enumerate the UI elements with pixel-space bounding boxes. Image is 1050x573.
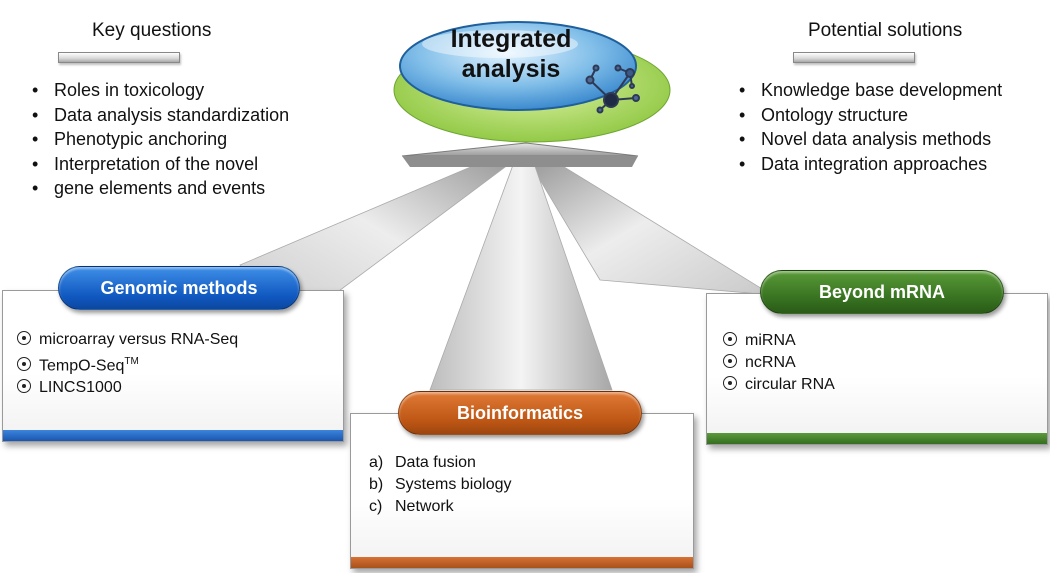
- genomic-methods-list: microarray versus RNA-Seq TempO-SeqTM LI…: [17, 329, 238, 399]
- genomic-method-text: TempO-Seq: [39, 357, 125, 375]
- bioinformatics-item-letter: a): [369, 454, 384, 471]
- bioinformatics-list: a) Data fusion b) Systems biology c) Networ…: [369, 452, 512, 518]
- beyond-mrna-item: ncRNA: [723, 352, 835, 374]
- bioinformatics-panel: a) Data fusion b) Systems biology c) Networ…: [350, 413, 694, 569]
- bioinformatics-item: b) Systems biology: [369, 474, 512, 496]
- molecule-icon: [585, 64, 640, 114]
- key-questions-list: Roles in toxicology Data analysis standa…: [30, 78, 289, 201]
- center-title-line1: Integrated: [450, 25, 572, 53]
- bioinformatics-item-text: Systems biology: [395, 476, 512, 493]
- bioinformatics-item-letter: c): [369, 498, 383, 515]
- potential-solution-item: Knowledge base development: [737, 78, 1002, 103]
- bullet-circle-icon: [17, 357, 31, 372]
- center-disc-blue: [399, 21, 637, 111]
- bioinformatics-item: c) Network: [369, 496, 512, 518]
- genomic-method-item: microarray versus RNA-Seq: [17, 329, 238, 351]
- genomic-method-text: LINCS1000: [39, 379, 122, 397]
- genomic-method-item: LINCS1000: [17, 377, 238, 399]
- beyond-mrna-label: Beyond mRNA: [760, 270, 1004, 314]
- potential-solutions-heading: Potential solutions: [808, 20, 963, 41]
- key-questions-underbar: [58, 52, 180, 63]
- bioinformatics-item-text: Data fusion: [395, 454, 476, 471]
- bioinformatics-bottom-bar: [351, 557, 693, 568]
- genomic-methods-panel: microarray versus RNA-Seq TempO-SeqTM LI…: [2, 290, 344, 442]
- genomic-methods-bottom-bar: [3, 430, 343, 441]
- bullet-circle-icon: [723, 376, 737, 390]
- genomic-method-text: microarray versus RNA-Seq: [39, 331, 239, 348]
- potential-solution-item: Data integration approaches: [737, 152, 1002, 177]
- beyond-mrna-item: miRNA: [723, 330, 835, 352]
- key-question-continuation: gene elements and events: [30, 176, 289, 201]
- potential-solution-item: Novel data analysis methods: [737, 127, 1002, 152]
- bioinformatics-item-letter: b): [369, 476, 384, 493]
- center-title: Integrated analysis: [436, 24, 586, 84]
- beyond-mrna-text: miRNA: [745, 332, 796, 349]
- bioinformatics-item: a) Data fusion: [369, 452, 512, 474]
- potential-solution-item: Ontology structure: [737, 103, 1002, 128]
- beyond-mrna-panel: miRNA ncRNA circular RNA: [706, 293, 1048, 445]
- bullet-circle-icon: [723, 354, 737, 368]
- bioinformatics-item-text: Network: [395, 498, 454, 515]
- key-question-item: Data analysis standardization: [30, 103, 289, 128]
- beyond-mrna-text: circular RNA: [745, 376, 835, 393]
- key-questions-heading: Key questions: [92, 20, 212, 41]
- center-disc-highlight: [422, 30, 578, 58]
- beyond-mrna-text: ncRNA: [745, 354, 796, 371]
- bullet-circle-icon: [723, 332, 737, 346]
- beyond-mrna-list: miRNA ncRNA circular RNA: [723, 330, 835, 396]
- key-question-item: Interpretation of the novel: [30, 152, 289, 177]
- genomic-methods-label: Genomic methods: [58, 266, 300, 310]
- key-question-item: Roles in toxicology: [30, 78, 289, 103]
- trademark-superscript: TM: [124, 356, 139, 367]
- beyond-mrna-bottom-bar: [707, 433, 1047, 444]
- key-question-item: Phenotypic anchoring: [30, 127, 289, 152]
- potential-solutions-underbar: [793, 52, 915, 63]
- beyond-mrna-item: circular RNA: [723, 374, 835, 396]
- arrowhead-bar-shade: [402, 156, 638, 167]
- bullet-circle-icon: [17, 331, 31, 345]
- key-question-continuation-text: gene elements and events: [54, 178, 266, 198]
- center-title-line2: analysis: [461, 55, 561, 83]
- potential-solutions-list: Knowledge base development Ontology stru…: [737, 78, 1002, 176]
- genomic-method-item: TempO-SeqTM: [17, 351, 238, 377]
- bioinformatics-label: Bioinformatics: [398, 391, 642, 435]
- arrowhead-bar: [401, 142, 639, 157]
- bullet-circle-icon: [17, 379, 31, 394]
